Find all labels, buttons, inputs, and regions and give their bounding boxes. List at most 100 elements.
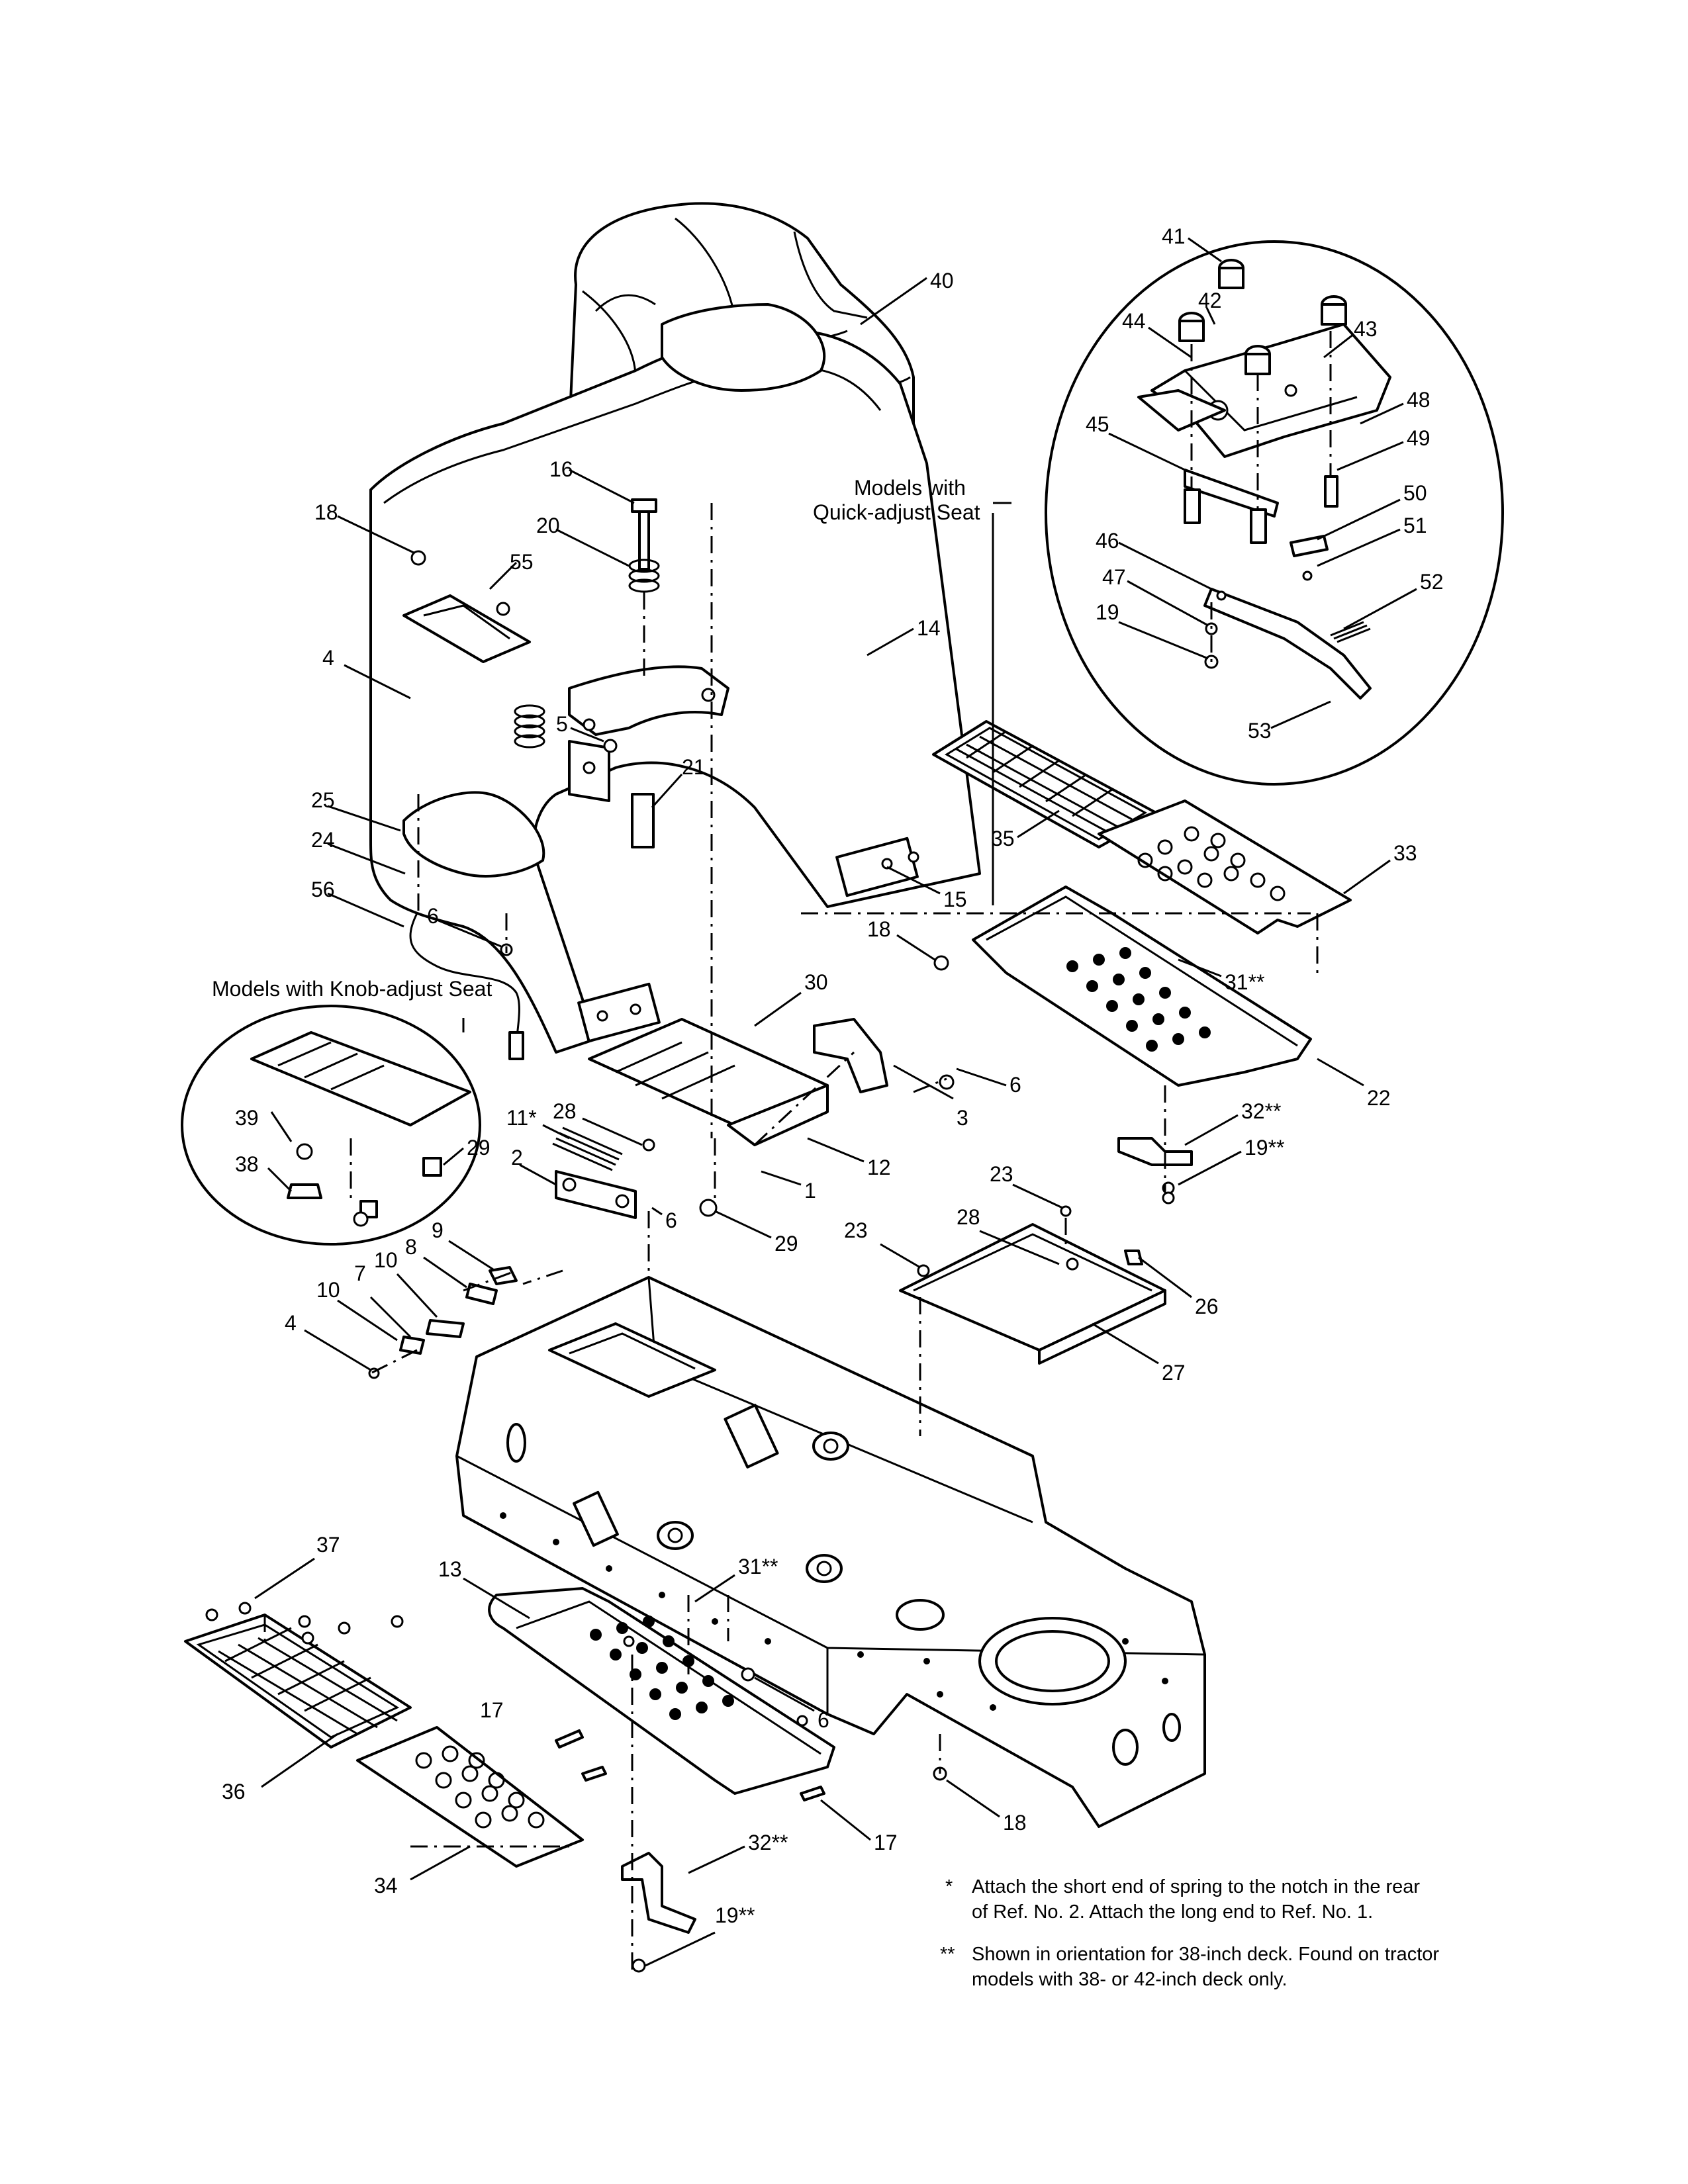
label-1: 1 <box>804 1179 816 1203</box>
seat-bolt-and-spring <box>628 498 660 593</box>
bracket-part-32-right <box>1117 1137 1193 1166</box>
label-32-b: 32** <box>748 1831 788 1854</box>
spring-part-11 <box>552 1126 623 1171</box>
label-15: 15 <box>943 887 967 911</box>
label-18: 18 <box>314 500 338 524</box>
assembly-centerlines <box>263 503 1319 1972</box>
label-9: 9 <box>432 1218 444 1242</box>
leader-arrows <box>254 237 1417 1967</box>
label-19-b: 19** <box>1244 1136 1285 1160</box>
label-16: 16 <box>549 457 573 481</box>
label-7: 7 <box>354 1261 366 1285</box>
label-18-b: 18 <box>867 917 891 941</box>
label-18-c: 18 <box>1003 1811 1027 1835</box>
knob-adjust-title: Models with Knob-adjust Seat <box>212 977 492 1001</box>
left-footrest-13 <box>488 1587 835 1795</box>
label-21: 21 <box>682 755 706 779</box>
small-hardware-group <box>368 1266 518 1379</box>
bracket-part-55 <box>402 594 531 663</box>
label-53: 53 <box>1248 719 1272 743</box>
label-6-c: 6 <box>665 1208 677 1232</box>
label-17: 17 <box>480 1698 504 1722</box>
label-27: 27 <box>1162 1361 1186 1385</box>
label-28: 28 <box>553 1099 577 1123</box>
footnote-2-line2: models with 38- or 42-inch deck only. <box>972 1969 1288 1990</box>
right-step-plate-33 <box>1098 799 1352 934</box>
label-46: 46 <box>1096 529 1119 553</box>
label-33: 33 <box>1393 841 1417 865</box>
label-14: 14 <box>917 616 941 640</box>
footnote-2-line1: Shown in orientation for 38-inch deck. F… <box>972 1944 1439 1965</box>
right-footrest-22 <box>972 886 1312 1087</box>
label-17-b: 17 <box>874 1831 898 1854</box>
label-4: 4 <box>322 646 334 670</box>
label-6: 6 <box>427 904 439 928</box>
label-19-c: 19** <box>715 1903 755 1927</box>
tractor-frame <box>455 1276 1206 1828</box>
footnote-2-mark: ** <box>940 1944 955 1965</box>
label-6-b: 6 <box>1009 1073 1021 1097</box>
label-25: 25 <box>311 788 335 812</box>
wire-harness-56 <box>409 913 520 1046</box>
label-12: 12 <box>867 1156 891 1179</box>
label-26: 26 <box>1195 1295 1219 1318</box>
label-29: 29 <box>467 1136 491 1160</box>
wire-connector <box>508 1031 524 1060</box>
fender-spring <box>514 704 545 749</box>
fender-part <box>369 303 981 1054</box>
label-51: 51 <box>1403 514 1427 537</box>
left-step-plate-34 <box>356 1726 584 1868</box>
label-3: 3 <box>957 1106 968 1130</box>
label-23: 23 <box>990 1162 1013 1186</box>
knob-adjust-inset <box>181 1005 481 1246</box>
label-37: 37 <box>316 1533 340 1557</box>
quick-adjust-title-line1: Models with <box>854 476 966 500</box>
label-42: 42 <box>1198 289 1222 312</box>
label-30: 30 <box>804 970 828 994</box>
bracket-part-2 <box>555 1170 637 1219</box>
quick-adjust-inset <box>1045 240 1504 786</box>
label-11: 11* <box>506 1106 537 1130</box>
footnote-1-mark: * <box>945 1876 953 1897</box>
seat-pan-30 <box>588 1018 829 1146</box>
label-56: 56 <box>311 878 335 901</box>
label-8: 8 <box>405 1235 417 1259</box>
quick-adjust-title-line2: Quick-adjust Seat <box>813 500 980 524</box>
label-13: 13 <box>438 1557 462 1581</box>
label-36: 36 <box>222 1780 246 1803</box>
label-38: 38 <box>235 1152 259 1176</box>
bracket-part-3 <box>813 1018 888 1093</box>
label-22: 22 <box>1367 1086 1391 1110</box>
label-50: 50 <box>1403 481 1427 505</box>
label-48: 48 <box>1407 388 1430 412</box>
label-29-b: 29 <box>774 1232 798 1255</box>
label-40: 40 <box>930 269 954 293</box>
label-47: 47 <box>1102 565 1126 589</box>
label-5: 5 <box>556 712 568 736</box>
label-34: 34 <box>374 1874 398 1897</box>
battery-tray-27 <box>899 1223 1166 1365</box>
label-44: 44 <box>1122 309 1146 333</box>
part-number-labels: 41 40 42 44 43 48 45 49 50 51 46 47 52 1… <box>222 224 1444 1927</box>
label-55: 55 <box>510 550 534 574</box>
label-28-b: 28 <box>957 1205 980 1229</box>
tab-part-21 <box>631 793 655 848</box>
label-6-d: 6 <box>818 1708 829 1732</box>
label-31-b: 31** <box>738 1555 778 1578</box>
label-19: 19 <box>1096 600 1119 624</box>
label-10-b: 10 <box>316 1278 340 1302</box>
label-45: 45 <box>1086 412 1109 436</box>
label-52: 52 <box>1420 570 1444 594</box>
label-10: 10 <box>374 1248 398 1272</box>
footnote-1-line2: of Ref. No. 2. Attach the long end to Re… <box>972 1901 1373 1923</box>
left-step-mat-36 <box>184 1614 412 1749</box>
label-20: 20 <box>536 514 560 537</box>
label-2: 2 <box>511 1146 523 1169</box>
label-4-b: 4 <box>285 1311 297 1335</box>
label-24: 24 <box>311 828 335 852</box>
label-41: 41 <box>1162 224 1186 248</box>
label-49: 49 <box>1407 426 1430 450</box>
label-31: 31** <box>1225 970 1265 994</box>
label-43: 43 <box>1354 317 1378 341</box>
